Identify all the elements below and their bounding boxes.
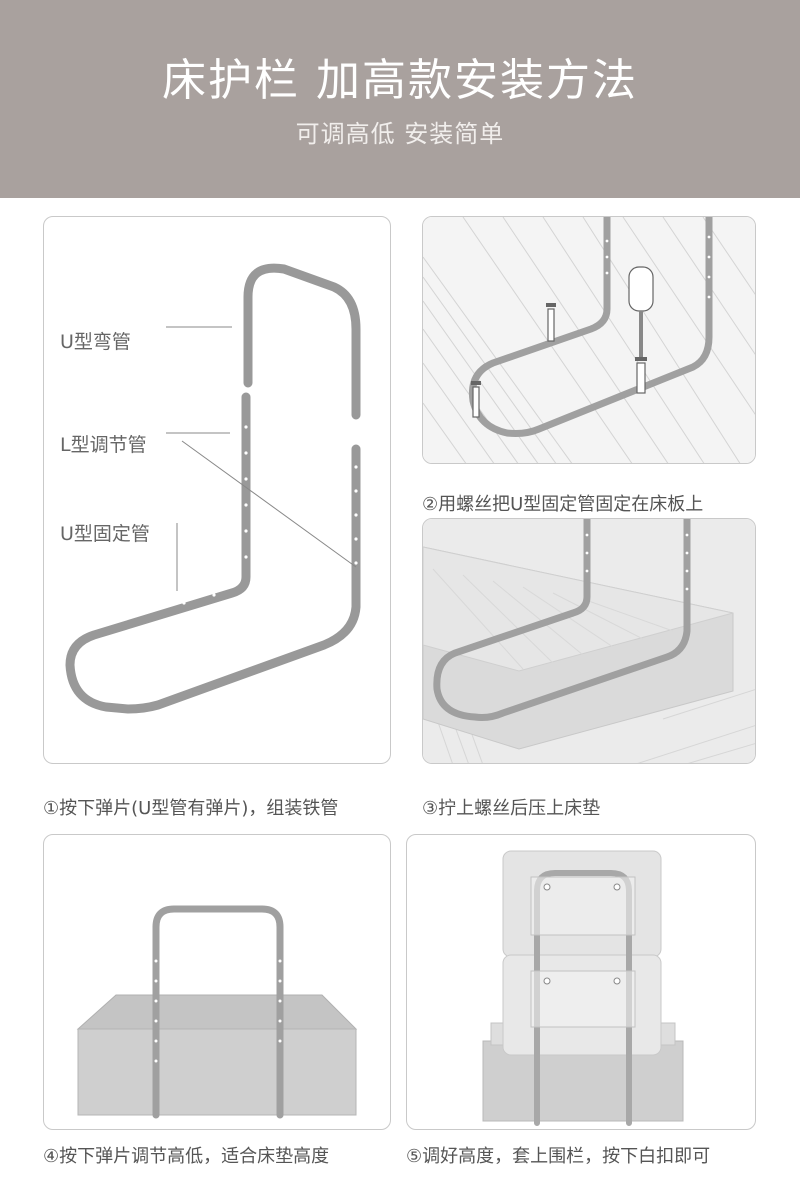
step-4-panel [43,834,391,1130]
part-label-l-adjust: L型调节管 [60,434,147,456]
step-4-caption: ④按下弹片调节高低，适合床垫高度 [43,1146,330,1167]
part-label-u-bend: U型弯管 [60,331,131,353]
mattress-press-illustration [423,519,755,763]
step-2-panel [422,216,756,464]
part-label-u-fixed: U型固定管 [60,523,150,545]
step-3-caption: ③拧上螺丝后压上床垫 [422,798,601,819]
fence-cover-illustration [482,850,684,1126]
step-2-caption: ②用螺丝把U型固定管固定在床板上 [422,494,704,515]
step-3-panel [422,518,756,764]
page-title: 床护栏 加高款安装方法 [162,55,638,106]
parts-illustration [65,263,361,714]
step-5-panel [406,834,756,1130]
step-1-caption: ①按下弹片(U型管有弹片)，组装铁管 [43,798,339,819]
header-banner: 床护栏 加高款安装方法 可调高低 安装简单 [0,0,800,198]
page-subtitle: 可调高低 安装简单 [295,120,505,148]
parts-panel: U型弯管 L型调节管 U型固定管 [43,216,391,764]
bed-board-screw-illustration [423,217,755,463]
adjust-height-illustration [76,905,358,1119]
step-5-caption: ⑤调好高度，套上围栏，按下白扣即可 [406,1146,711,1167]
